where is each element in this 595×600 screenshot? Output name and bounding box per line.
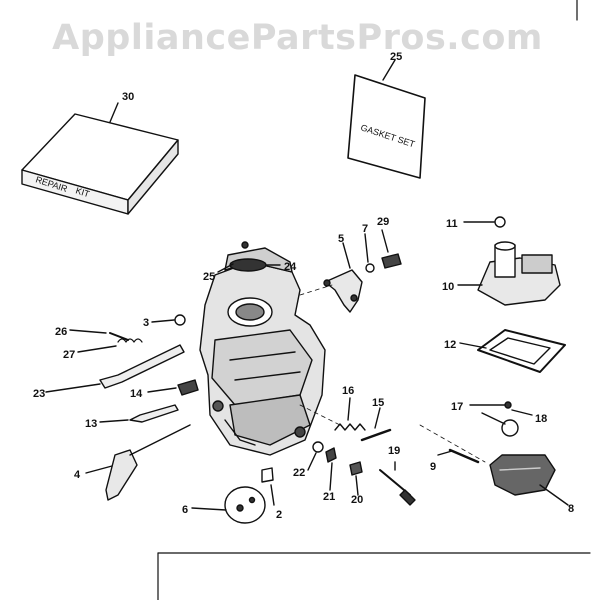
float-pin [437,448,480,464]
guide-lines [299,284,486,463]
throttle-shaft [45,344,199,423]
callout-21: 21 [323,491,335,503]
bowl-cap [217,241,281,273]
callout-2: 2 [276,509,282,521]
callout-25-top: 25 [390,51,402,63]
callout-26: 26 [55,326,67,338]
fuel-pump-assembly [457,216,561,306]
callout-9: 9 [430,461,436,473]
callout-14: 14 [130,388,143,400]
border-lines [157,0,591,600]
choke-lever-assembly [323,229,402,313]
callout-16: 16 [342,385,354,397]
pump-gasket [459,329,566,373]
callout-25: 25 [203,271,215,283]
callout-19: 19 [388,445,400,457]
washer-3 [151,314,186,326]
callout-29: 29 [377,216,389,228]
callout-13: 13 [85,418,97,430]
callout-15: 15 [372,397,384,409]
callout-30: 30 [122,91,134,103]
small-parts-lower [307,441,416,506]
callout-4: 4 [74,469,81,481]
idle-screw-spring [69,329,143,353]
callout-18: 18 [535,413,547,425]
gasket-set-card [347,59,426,179]
callout-3: 3 [143,317,149,329]
callout-27: 27 [63,349,75,361]
callout-7: 7 [362,223,368,235]
mixture-needle-assembly [334,397,392,442]
pump-diaphragm-parts [469,401,533,437]
callout-22: 22 [293,467,305,479]
watermark: AppliancePartsPros.com [52,18,543,58]
callout-numbers: 30 25 29 7 5 11 10 25 24 3 26 27 12 23 1… [33,51,574,521]
carburetor-body [199,247,326,456]
callout-6: 6 [182,504,188,516]
bowl-gasket-6 [191,467,275,524]
callout-20: 20 [351,494,363,506]
callout-11: 11 [446,218,458,230]
callout-24: 24 [284,261,297,273]
callout-23: 23 [33,388,45,400]
choke-lever-4 [85,424,191,501]
callout-12: 12 [444,339,456,351]
callout-8: 8 [568,503,574,515]
svg-text:KIT: KIT [74,185,91,199]
float-8 [489,454,569,506]
callout-10: 10 [442,281,454,293]
repair-kit-box [21,102,179,215]
callout-5: 5 [338,233,344,245]
callout-17: 17 [451,401,463,413]
